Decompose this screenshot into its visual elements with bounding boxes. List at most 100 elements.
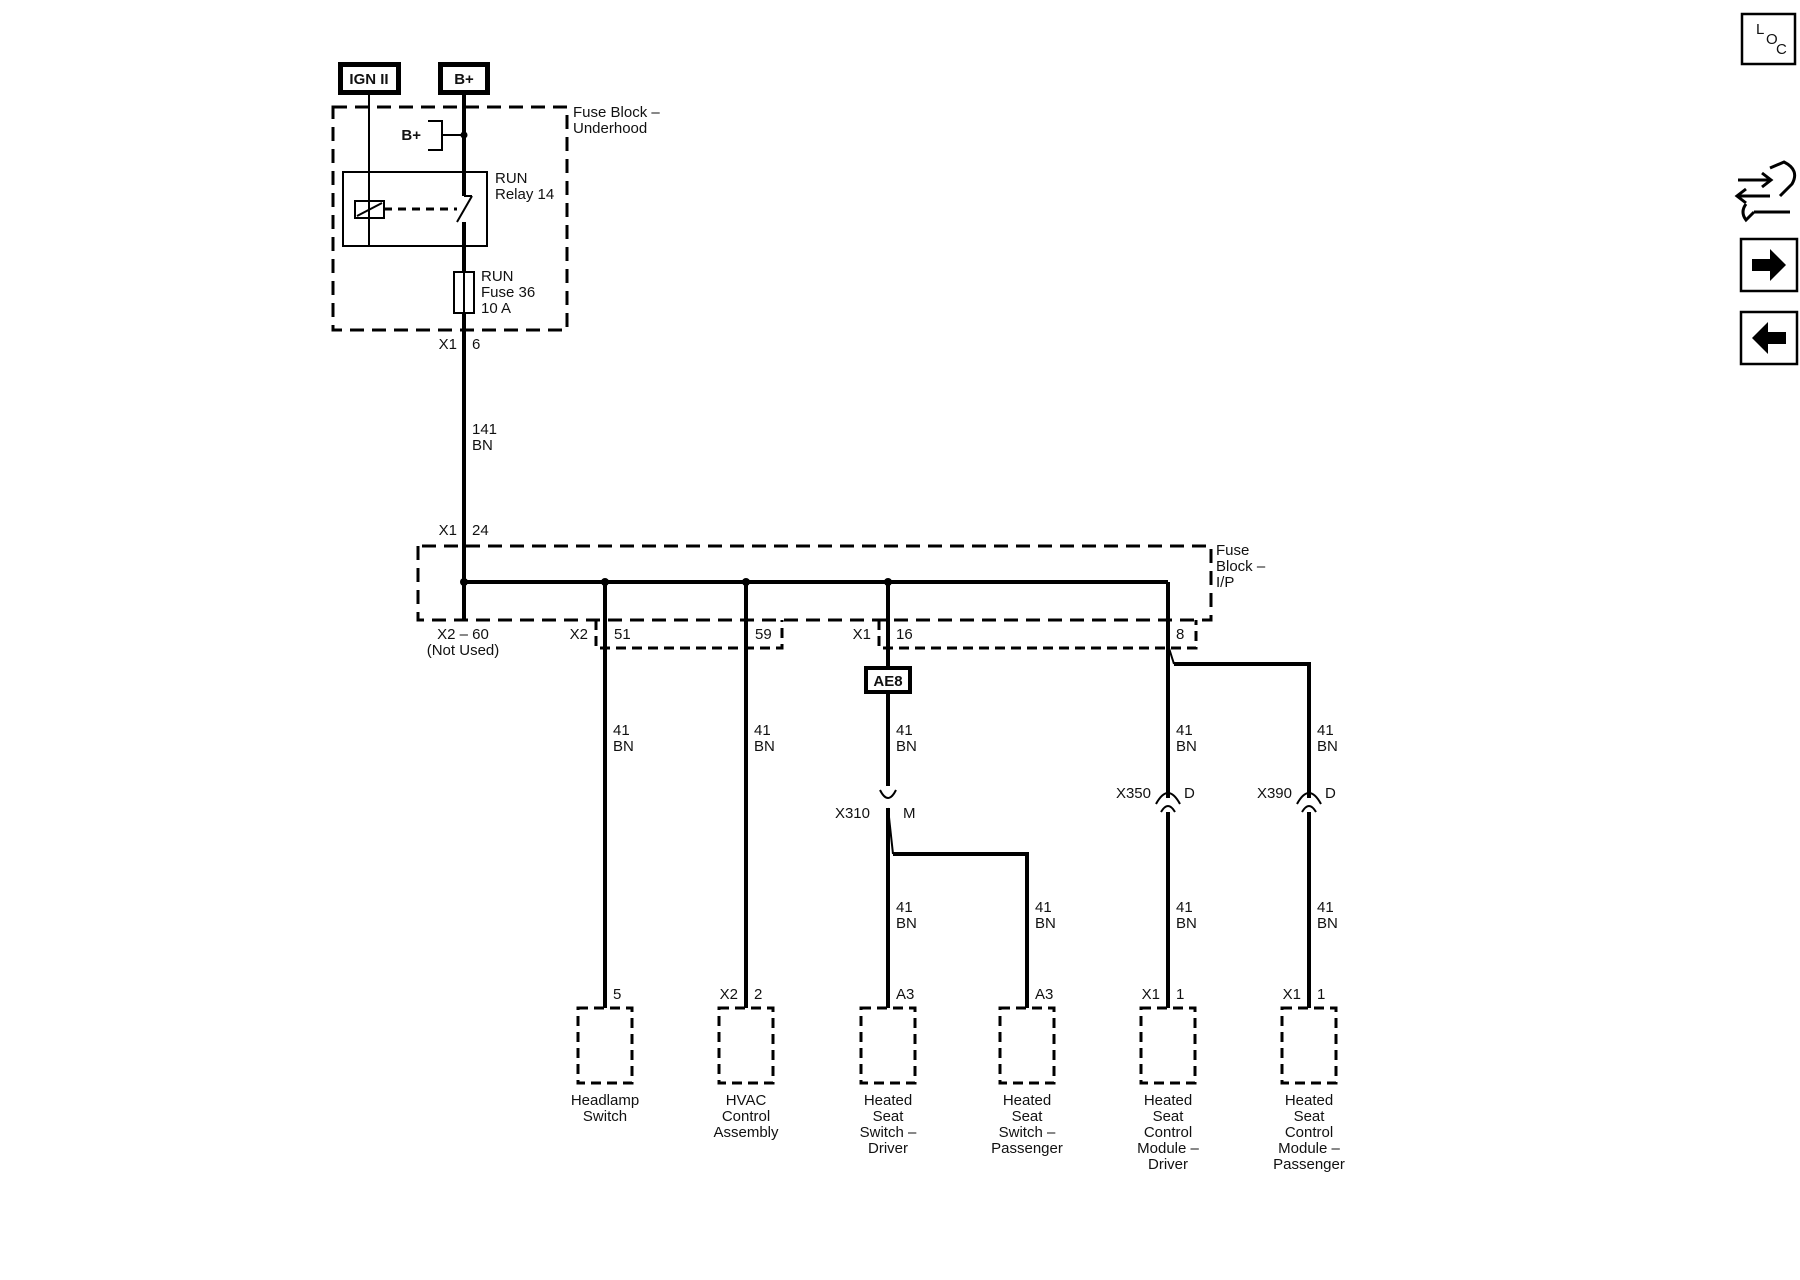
x1-conn-label: X1 [853, 626, 871, 643]
x1-connector-outline [877, 620, 1198, 650]
wire-label-color: BN [1317, 738, 1338, 755]
run-relay-14 [342, 171, 488, 247]
not-used-label: (Not Used) [427, 642, 500, 659]
x2-connector-outline [594, 620, 784, 650]
loc-button[interactable]: L O C [1740, 12, 1797, 66]
fuse-label-1: RUN [481, 268, 514, 285]
ign-ii-label: IGN II [349, 71, 388, 88]
component-conn: X1 [1283, 986, 1301, 1003]
svg-text:Control: Control [1285, 1124, 1333, 1141]
svg-text:Seat: Seat [873, 1108, 905, 1125]
svg-text:HVAC: HVAC [726, 1092, 767, 1109]
fuse-block-underhood-title-1: Fuse Block – [573, 104, 660, 121]
connector-tool-button[interactable] [1734, 160, 1797, 223]
fuse-block-underhood-title-2: Underhood [573, 120, 647, 137]
component-heated-seat-switch-driver: A3 Heated Seat Switch – Driver [859, 986, 917, 1157]
wire-label-color: BN [1317, 915, 1338, 932]
svg-text:Headlamp: Headlamp [571, 1092, 639, 1109]
wire-label-circuit: 41 [754, 722, 771, 739]
wire-label-color: BN [1035, 915, 1056, 932]
relay-label-2: Relay 14 [495, 186, 554, 203]
x1-underhood-conn: X1 [439, 336, 457, 353]
x350-label: X350 [1116, 785, 1151, 802]
component-pin: 1 [1176, 986, 1184, 1003]
component-pin: A3 [896, 986, 914, 1003]
svg-text:C: C [1776, 41, 1787, 58]
arrow-right-icon [1752, 249, 1786, 281]
svg-text:Seat: Seat [1012, 1108, 1044, 1125]
wire-label-circuit: 41 [1176, 899, 1193, 916]
wire-label-circuit: 41 [1035, 899, 1052, 916]
svg-text:Heated: Heated [1003, 1092, 1051, 1109]
svg-text:Switch –: Switch – [999, 1124, 1056, 1141]
x390-pin: D [1325, 785, 1336, 802]
bplus-inner-bracket [428, 120, 464, 151]
x390-label: X390 [1257, 785, 1292, 802]
wire-label-circuit: 41 [896, 722, 913, 739]
x390-connector-icon [1296, 792, 1322, 805]
x2-pin-59: 59 [755, 626, 772, 643]
wire-label-circuit: 41 [613, 722, 630, 739]
x310-label: X310 [835, 805, 870, 822]
component-pin: 5 [613, 986, 621, 1003]
svg-text:Seat: Seat [1294, 1108, 1326, 1125]
x2-60-label: X2 – 60 [437, 626, 489, 643]
loc-icon: L [1756, 21, 1764, 38]
svg-text:Control: Control [722, 1108, 770, 1125]
wire-labels: 41 BN 41 BN 41 BN 41 BN 41 BN 41 BN 41 B… [613, 722, 1338, 932]
wire-label-color: BN [1176, 915, 1197, 932]
svg-text:Driver: Driver [868, 1140, 908, 1157]
fuse-block-ip-title-1: Fuse [1216, 542, 1249, 559]
main-wire-circuit: 141 [472, 421, 497, 438]
bplus-inner-label: B+ [401, 127, 421, 144]
wire-label-circuit: 41 [896, 899, 913, 916]
x1-underhood-pin: 6 [472, 336, 480, 353]
component-headlamp-switch: 5 Headlamp Switch [571, 986, 639, 1125]
component-heated-seat-control-module-driver: X1 1 Heated Seat Control Module – Driver [1137, 986, 1199, 1173]
ign-ii-source: IGN II [338, 62, 401, 95]
component-conn: X1 [1142, 986, 1160, 1003]
bplus-source: B+ [438, 62, 490, 95]
fuse-label-3: 10 A [481, 300, 511, 317]
bplus-label: B+ [454, 71, 474, 88]
wire-label-color: BN [754, 738, 775, 755]
fuse-block-underhood-outline [331, 105, 569, 332]
svg-text:Control: Control [1144, 1124, 1192, 1141]
arrow-left-icon [1752, 322, 1786, 354]
x310-pin: M [903, 805, 916, 822]
wire-label-color: BN [1176, 738, 1197, 755]
ip-in-conn: X1 [439, 522, 457, 539]
svg-text:Seat: Seat [1153, 1108, 1185, 1125]
component-conn: X2 [720, 986, 738, 1003]
component-pin: 2 [754, 986, 762, 1003]
main-wire-color: BN [472, 437, 493, 454]
wire-module-passenger-upper [1174, 662, 1311, 798]
previous-page-button[interactable] [1739, 310, 1799, 366]
svg-text:Heated: Heated [864, 1092, 912, 1109]
x2-conn-label: X2 [570, 626, 588, 643]
next-page-button[interactable] [1739, 237, 1799, 293]
svg-text:Passenger: Passenger [1273, 1156, 1345, 1173]
relay-label-1: RUN [495, 170, 528, 187]
svg-text:O: O [1766, 31, 1778, 48]
connector-tool-icon [1734, 160, 1797, 223]
x2-pin-51: 51 [614, 626, 631, 643]
svg-text:Module –: Module – [1278, 1140, 1340, 1157]
svg-text:Module –: Module – [1137, 1140, 1199, 1157]
splice-ae8-label: AE8 [873, 673, 902, 690]
wire-label-color: BN [896, 915, 917, 932]
x1-pin-8: 8 [1176, 626, 1184, 643]
x350-pin: D [1184, 785, 1195, 802]
svg-text:Driver: Driver [1148, 1156, 1188, 1173]
component-heated-seat-switch-passenger: A3 Heated Seat Switch – Passenger [991, 986, 1063, 1157]
fuse-label-2: Fuse 36 [481, 284, 535, 301]
fuse-block-ip-title-2: Block – [1216, 558, 1266, 575]
ip-in-pin: 24 [472, 522, 489, 539]
wire-label-color: BN [896, 738, 917, 755]
component-heated-seat-control-module-passenger: X1 1 Heated Seat Control Module – Passen… [1273, 986, 1345, 1173]
wire-label-color: BN [613, 738, 634, 755]
svg-text:Switch –: Switch – [860, 1124, 917, 1141]
svg-text:Switch: Switch [583, 1108, 627, 1125]
fuse-block-ip-outline [416, 544, 1213, 622]
